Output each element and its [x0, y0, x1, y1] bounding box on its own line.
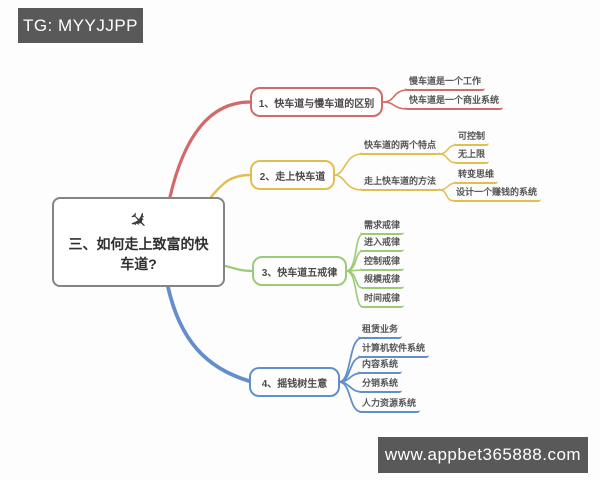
branch-1-topic[interactable]: 1、快车道与慢车道的区别 [250, 87, 383, 117]
root-topic[interactable]: ✈ 三、如何走上致富的快车道? [52, 197, 225, 287]
branch-1-leaf[interactable]: 快车道是一个商业系统 [405, 94, 504, 110]
branch-4-topic[interactable]: 4、摇钱树生意 [249, 367, 340, 397]
branch-1-leaf[interactable]: 慢车道是一个工作 [405, 75, 486, 91]
connector-root-branch1 [168, 100, 252, 199]
branch-4-leaf[interactable]: 人力资源系统 [358, 397, 421, 413]
branch-4-leaf[interactable]: 计算机软件系统 [358, 342, 430, 358]
connector-root-branch4 [166, 285, 251, 383]
connector-root-branch2 [209, 173, 252, 199]
branch-3-leaf[interactable]: 控制戒律 [360, 255, 405, 271]
root-topic-title: 三、如何走上致富的快车道? [68, 235, 209, 272]
branch-3-leaf[interactable]: 需求戒律 [360, 219, 405, 235]
airplane-icon: ✈ [123, 204, 155, 236]
branch-4-leaf[interactable]: 租赁业务 [358, 323, 403, 339]
branch-2-leaf[interactable]: 可控制 [454, 130, 490, 146]
branch-3-leaf[interactable]: 进入戒律 [360, 236, 405, 252]
branch-2-subtopic[interactable]: 快车道的两个特点 [360, 139, 441, 155]
branch-2-subtopic[interactable]: 走上快车道的方法 [360, 175, 441, 191]
branch-2-topic[interactable]: 2、走上快车道 [250, 160, 335, 190]
branch-4-leaf[interactable]: 分销系统 [358, 377, 403, 393]
watermark-top-left: TG: MYYJJPP [18, 8, 143, 43]
connector-branch2-group [333, 153, 363, 176]
branch-4-leaf[interactable]: 内容系统 [358, 358, 403, 374]
branch-3-leaf[interactable]: 时间戒律 [360, 292, 405, 308]
branch-2-leaf[interactable]: 无上限 [454, 148, 490, 164]
branch-3-topic[interactable]: 3、快车道五戒律 [252, 256, 347, 286]
connector-branch2-group [333, 174, 363, 191]
watermark-bottom-right: www.appbet365888.com [378, 437, 588, 473]
branch-3-leaf[interactable]: 规模戒律 [360, 273, 405, 289]
connector-root-branch3 [223, 264, 254, 273]
branch-2-leaf[interactable]: 设计一个赚钱的系统 [452, 186, 542, 202]
branch-2-leaf[interactable]: 转变思维 [454, 168, 499, 184]
connector-branch1-leaf [382, 101, 409, 110]
